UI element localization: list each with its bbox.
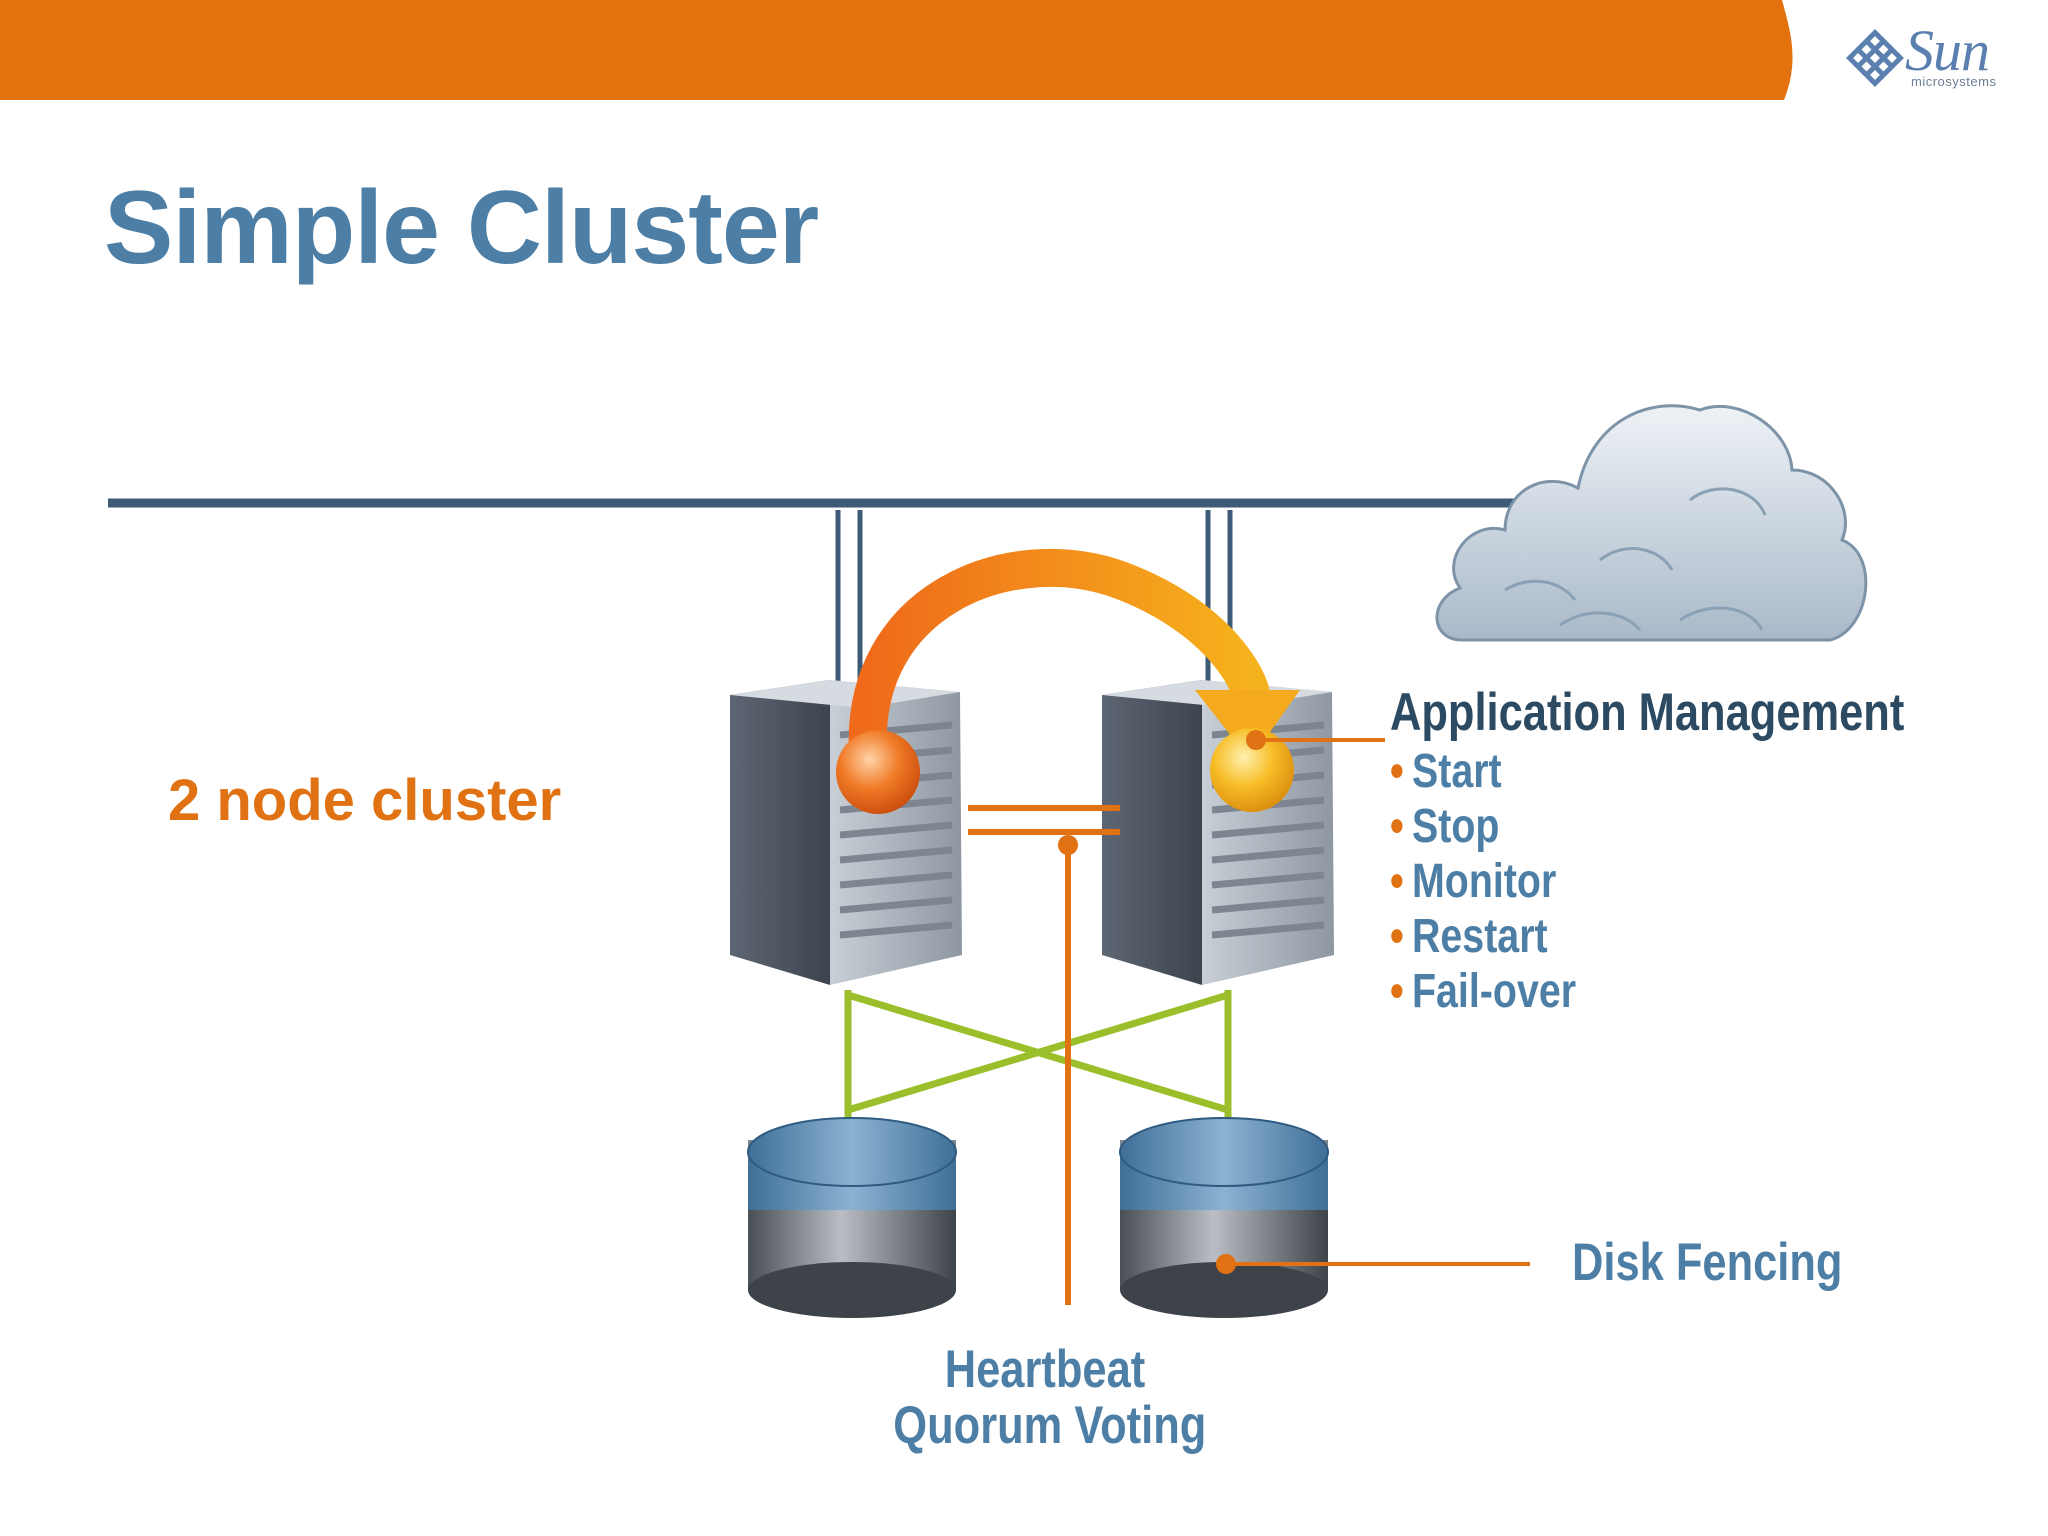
- cluster-label: 2 node cluster: [168, 768, 562, 833]
- heartbeat-dot: [1058, 835, 1078, 855]
- list-item-label: Fail-over: [1411, 965, 1577, 1018]
- header-bar: [0, 0, 1793, 100]
- list-item: •Monitor: [1390, 854, 1576, 909]
- server-left: [730, 680, 962, 985]
- app-instance-left: [836, 730, 920, 814]
- list-item-label: Monitor: [1411, 855, 1557, 908]
- bullet-icon: •: [1390, 800, 1404, 853]
- slide-title: Simple Cluster: [104, 170, 819, 286]
- failover-arrow: [848, 548, 1300, 771]
- storage-links: [844, 990, 1232, 1140]
- list-item: •Restart: [1390, 909, 1576, 964]
- disk-fencing-label: Disk Fencing: [1572, 1233, 1843, 1292]
- disk-left: [747, 1117, 957, 1318]
- app-management-title: Application Management: [1390, 683, 1905, 742]
- bullet-icon: •: [1390, 910, 1404, 963]
- disk-right: [1119, 1117, 1329, 1318]
- list-item-label: Start: [1411, 745, 1502, 798]
- heartbeat-links: [968, 805, 1120, 1305]
- logo-subtext: microsystems: [1911, 74, 1997, 89]
- bullet-icon: •: [1390, 965, 1404, 1018]
- list-item-label: Stop: [1411, 800, 1500, 853]
- heartbeat-line1: Heartbeat: [944, 1340, 1146, 1399]
- heartbeat-line2: Quorum Voting: [893, 1396, 1207, 1455]
- logo-wordmark: Sun: [1905, 18, 1990, 83]
- app-instance-right: [1210, 728, 1294, 812]
- list-item: •Start: [1390, 744, 1576, 799]
- bullet-icon: •: [1390, 745, 1404, 798]
- sun-logo: Sun microsystems: [1845, 18, 2025, 98]
- heartbeat-label: Heartbeat Quorum Voting: [860, 1342, 1230, 1454]
- app-callout-dot: [1246, 730, 1266, 750]
- app-management-list: •Start •Stop •Monitor •Restart •Fail-ove…: [1390, 744, 1617, 1019]
- server-right: [1102, 680, 1334, 985]
- list-item-label: Restart: [1411, 910, 1548, 963]
- list-item: •Fail-over: [1390, 964, 1576, 1019]
- cloud-icon: [1435, 404, 1868, 642]
- list-item: •Stop: [1390, 799, 1576, 854]
- disk-callout-dot: [1216, 1254, 1236, 1274]
- bullet-icon: •: [1390, 855, 1404, 908]
- sun-logo-icon: [1846, 29, 1904, 87]
